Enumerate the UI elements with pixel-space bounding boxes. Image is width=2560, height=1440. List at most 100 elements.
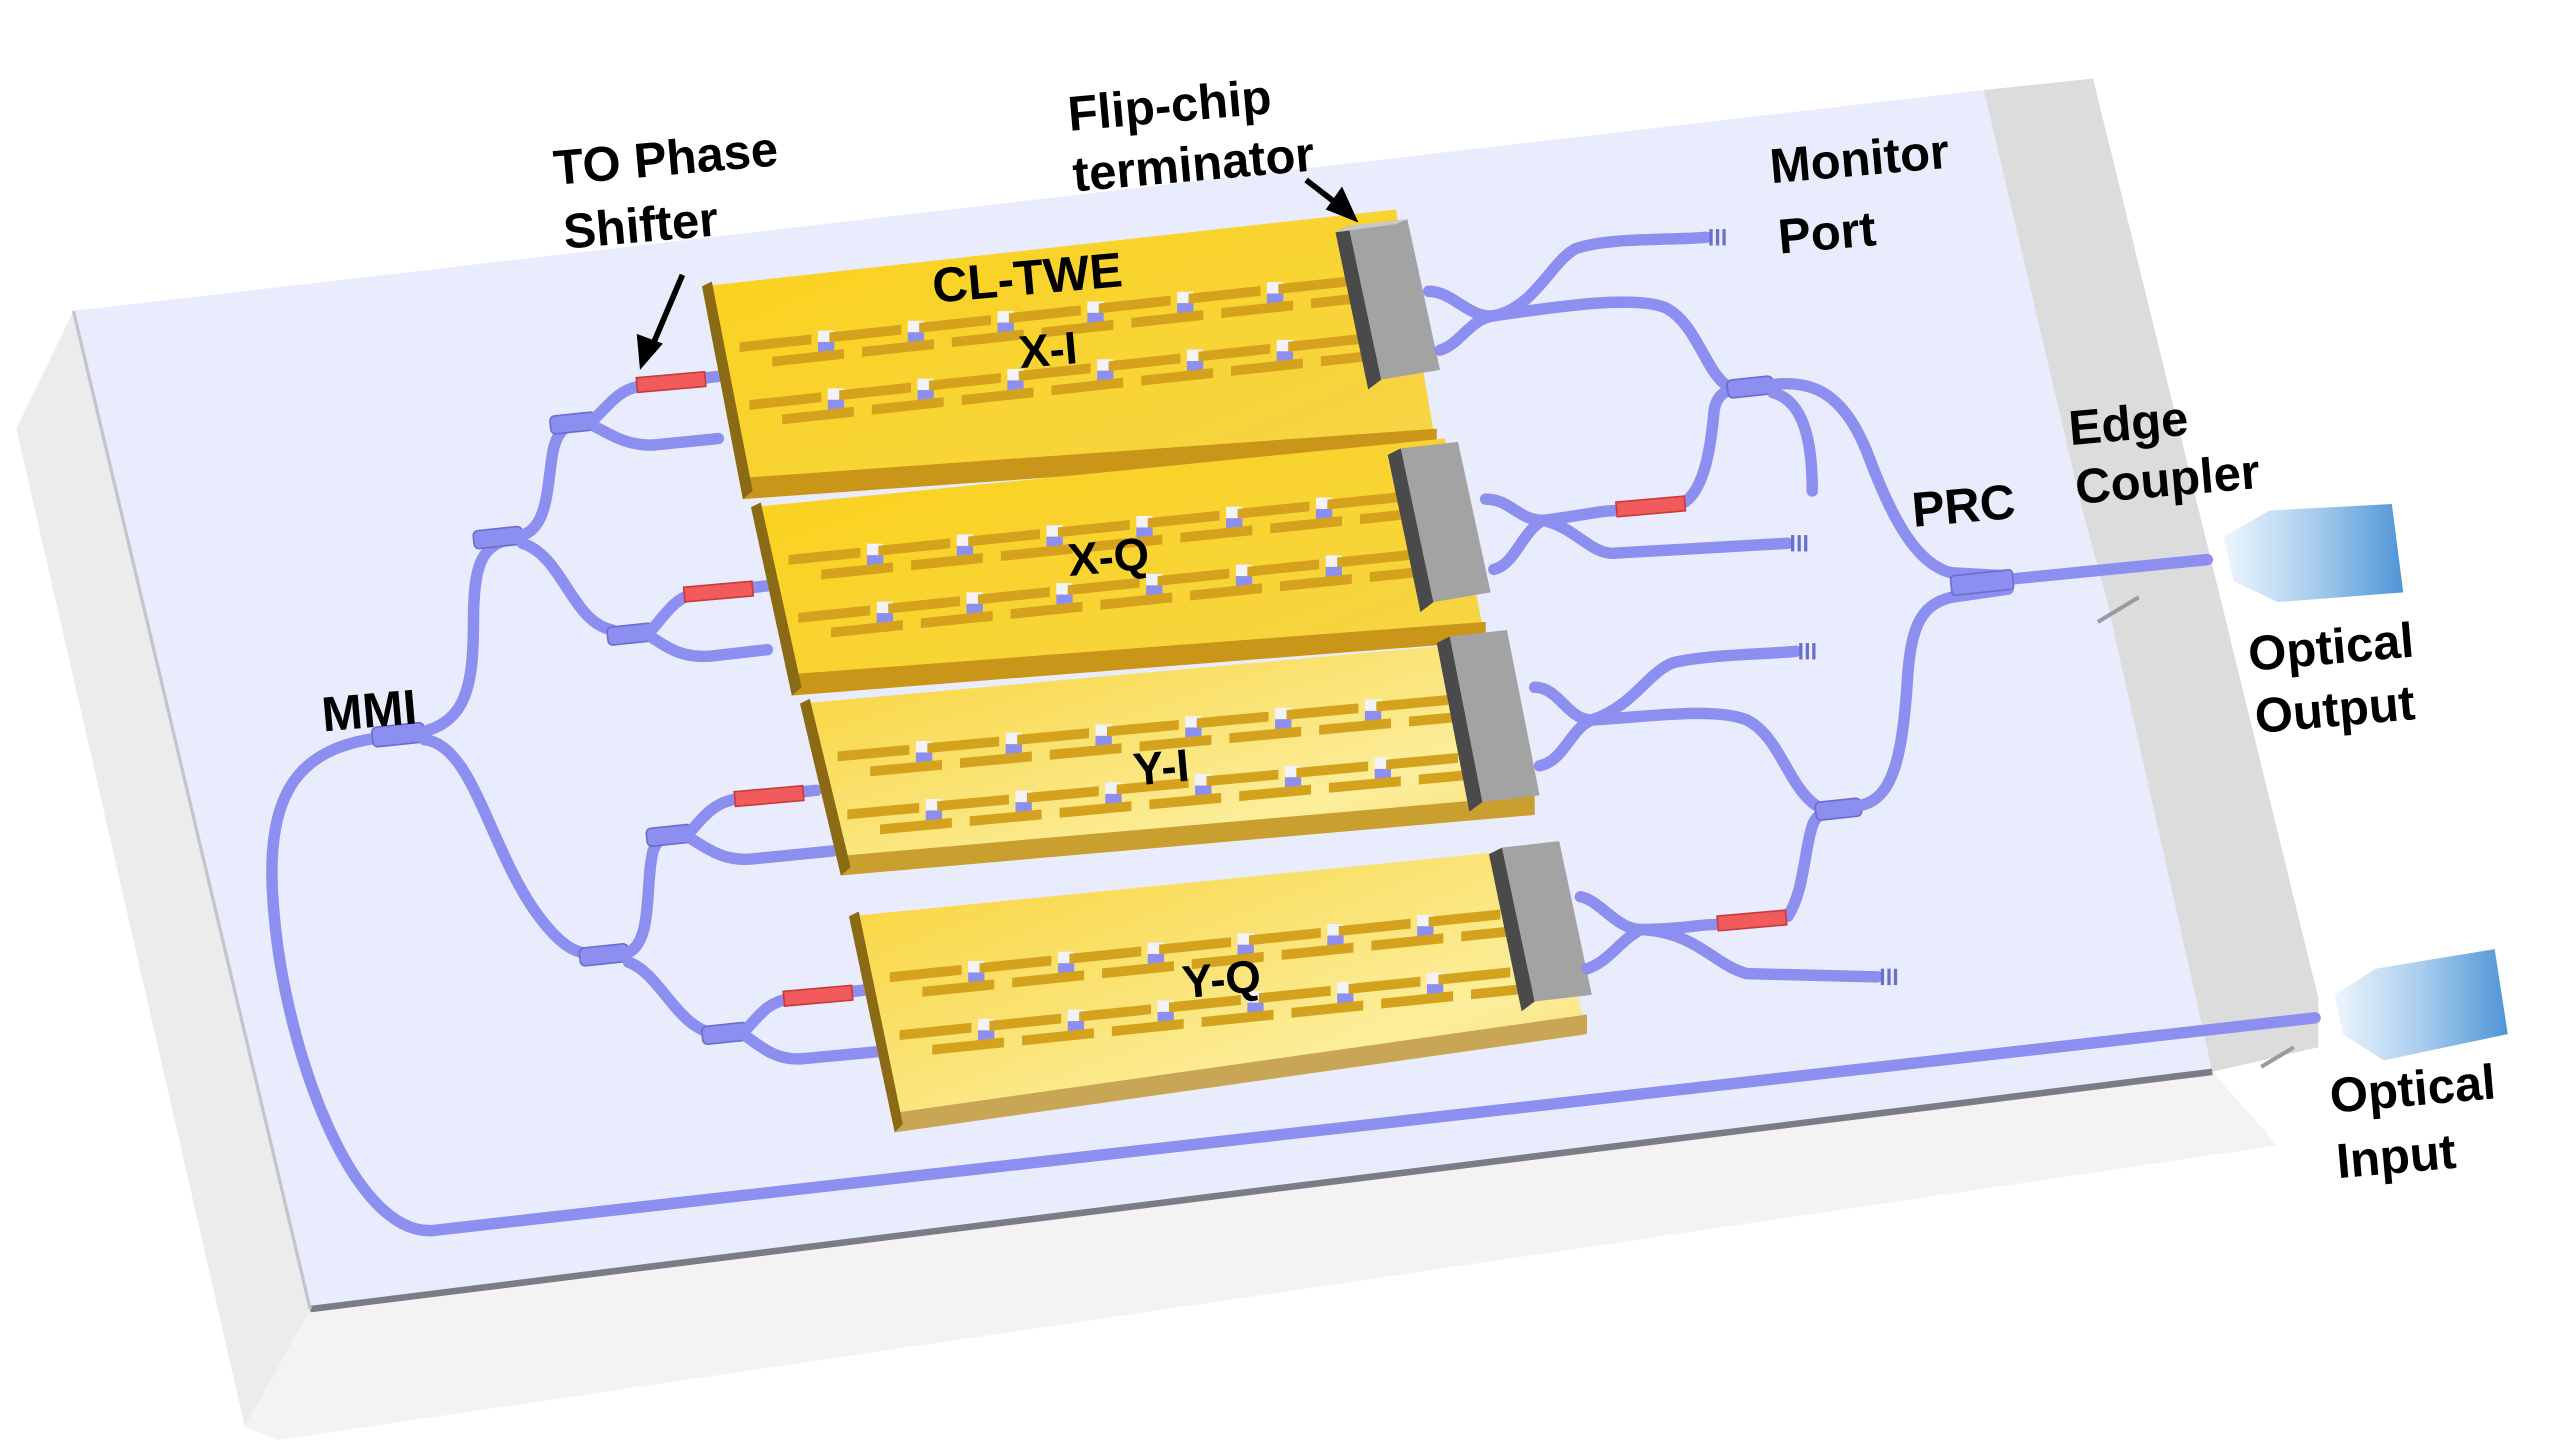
electrode-segment — [1102, 961, 1174, 979]
electrode-segment — [1147, 510, 1220, 528]
electrode-via-top — [827, 388, 845, 400]
electrode-via-waveguide — [827, 399, 845, 412]
electrode-via-waveguide — [1087, 312, 1104, 325]
wg-yq-bot — [742, 1031, 896, 1065]
electrode-segment — [788, 547, 861, 565]
electrode-segment — [739, 334, 812, 353]
electrode-segment — [937, 794, 1009, 812]
wg-x-tap — [1767, 387, 1818, 497]
optical-output-fiber — [2223, 504, 2404, 603]
electrode-segment — [871, 397, 944, 415]
electrode-via-waveguide — [977, 1030, 995, 1042]
electrode-segment — [878, 538, 951, 556]
electrode-segment — [1008, 305, 1081, 323]
electrode-segment — [1017, 728, 1089, 745]
electrode-via-top — [1364, 699, 1382, 711]
electrode-segment — [1348, 976, 1421, 994]
electrode-via-top — [1185, 716, 1202, 728]
electrode-segment — [1116, 777, 1189, 795]
wg-xi-monitor — [1488, 231, 1712, 322]
electrode-via-top — [1315, 497, 1333, 509]
electrode-via-top — [1046, 525, 1063, 537]
electrode-segment — [1139, 734, 1212, 752]
terminator-xq — [1387, 441, 1491, 612]
electrode-segment — [920, 610, 993, 629]
arrow-to-phase-shifter — [647, 273, 686, 353]
terminator-side — [1488, 847, 1535, 1012]
mmi-combiner-y — [1814, 797, 1863, 821]
electrode-segment — [1288, 334, 1360, 352]
terminator-yi — [1436, 630, 1540, 812]
prc-combiner — [1949, 569, 2015, 597]
electrode-segment — [1198, 343, 1271, 362]
electrode-via-top — [1007, 368, 1024, 381]
electrode-via-top — [1136, 516, 1153, 528]
electrode-via-top — [966, 592, 983, 604]
label-prc: PRC — [1910, 475, 2018, 538]
electrode-via-top — [1095, 724, 1112, 736]
flip-chip-terminators — [1335, 219, 1592, 1012]
mmi-xi — [549, 411, 598, 435]
electrode-segment — [1280, 574, 1352, 592]
electrode-via-waveguide — [1186, 361, 1204, 373]
electrode-via-top — [1276, 339, 1294, 352]
electrode-via-waveguide — [1275, 719, 1292, 731]
electrode-segment — [1079, 1004, 1152, 1022]
electrode-segment — [839, 382, 912, 401]
electrode-via-waveguide — [1147, 953, 1165, 966]
electrode-via-top — [1247, 991, 1264, 1003]
label-output-line2: Output — [2253, 676, 2418, 744]
electrode-edge-xq — [791, 621, 1486, 696]
electrode-via-waveguide — [1226, 518, 1243, 530]
electrode-via-top — [1284, 765, 1302, 778]
wg-xq-out-b — [1488, 514, 1549, 576]
electrode-segment — [1291, 1000, 1364, 1018]
electrode-segment — [889, 964, 962, 983]
electrode-segment — [1022, 1028, 1094, 1046]
electrode-segment — [1319, 718, 1392, 735]
wg-yi-bot — [686, 833, 839, 866]
electrode-via-waveguide — [1046, 536, 1063, 549]
terminator-yq — [1488, 841, 1592, 1012]
electrode-segment — [1386, 753, 1458, 770]
electrode-segment — [1141, 368, 1214, 386]
label-modulator-yq: Y-Q — [1180, 950, 1263, 1008]
input-waveguide — [266, 730, 2321, 1237]
electrode-segment — [1108, 353, 1181, 372]
label-input-line2: Input — [2334, 1125, 2458, 1189]
electrode-segment — [1428, 909, 1501, 927]
electrode-segment — [1180, 525, 1253, 543]
wg-upper-down — [516, 537, 618, 636]
electrode-via-top — [917, 378, 934, 391]
electrode-via-top — [1097, 359, 1114, 371]
splitter-tree — [371, 370, 896, 1065]
to-phase-shifter-xi — [635, 370, 707, 394]
electrode-segment — [1010, 601, 1083, 619]
electrode-via-waveguide — [1195, 785, 1212, 797]
electrode-segment — [919, 315, 992, 333]
electrode-segment — [1051, 377, 1124, 396]
electrode-via-waveguide — [1067, 1021, 1085, 1033]
electrode-segment — [1376, 695, 1449, 712]
electrode-segment — [1090, 534, 1163, 552]
electrode-segment — [911, 553, 983, 571]
electrode-via-top — [1327, 924, 1344, 936]
electrode-via-waveguide — [1276, 351, 1294, 363]
electrode-via-waveguide — [1337, 993, 1354, 1005]
label-input-line1: Optical — [2328, 1055, 2498, 1123]
electrode-via-waveguide — [876, 613, 894, 625]
electrode-segment — [1131, 310, 1204, 328]
optical-input-fiber — [2334, 949, 2508, 1061]
electrode-via-waveguide — [1237, 944, 1254, 957]
monitor-tapers — [1709, 229, 1898, 986]
terminator-side — [1436, 636, 1483, 812]
modulator-electrodes — [702, 209, 1587, 1133]
electrode-via-top — [956, 534, 974, 546]
electrode-via-waveguide — [966, 603, 983, 616]
electrode-segment — [960, 751, 1032, 769]
electrode-via-waveguide — [1157, 1011, 1174, 1024]
electrode-via-waveguide — [817, 341, 835, 354]
electrode-via-waveguide — [925, 810, 943, 822]
electrode-segment — [1338, 918, 1411, 936]
terminator-front — [1502, 841, 1592, 1002]
